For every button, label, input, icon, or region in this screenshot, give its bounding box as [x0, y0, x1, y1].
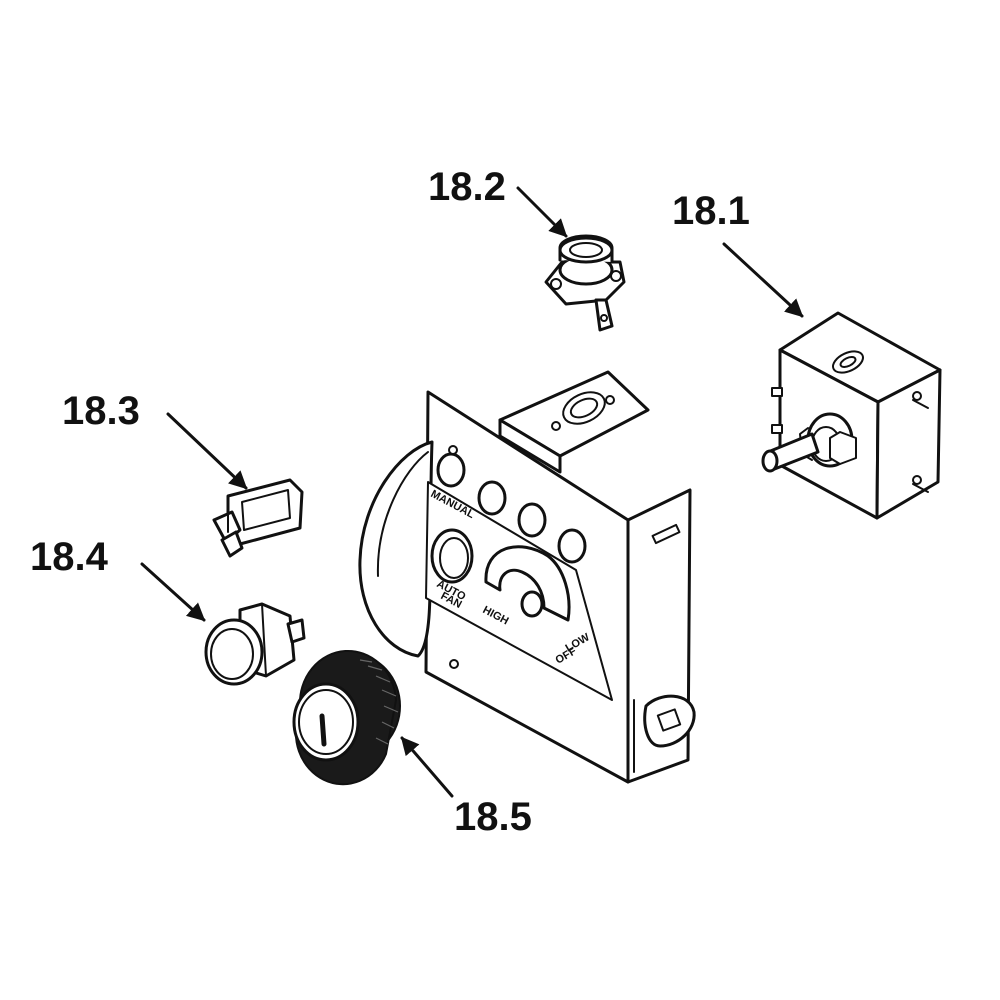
callout-18-1: 18.1: [672, 189, 750, 233]
rotary-switch-part: [761, 311, 942, 520]
indicator-switch-part: [204, 602, 306, 686]
callout-18-4: 18.4: [30, 535, 109, 579]
leader-arrow-18-2: [516, 186, 568, 238]
thermostat-disc-part: [544, 234, 626, 332]
callout-18-2: 18.2: [428, 165, 506, 209]
leader-arrow-18-4: [140, 562, 206, 622]
leader-arrow-18-5: [400, 736, 454, 798]
control-panel-housing: [358, 370, 696, 784]
leader-arrow-18-1: [722, 242, 804, 318]
callout-18-3: 18.3: [62, 389, 140, 433]
callout-18-5: 18.5: [454, 795, 532, 839]
leader-arrow-18-3: [166, 412, 248, 490]
control-knob-part: [292, 649, 401, 786]
mounting-clip-part: [212, 478, 304, 558]
